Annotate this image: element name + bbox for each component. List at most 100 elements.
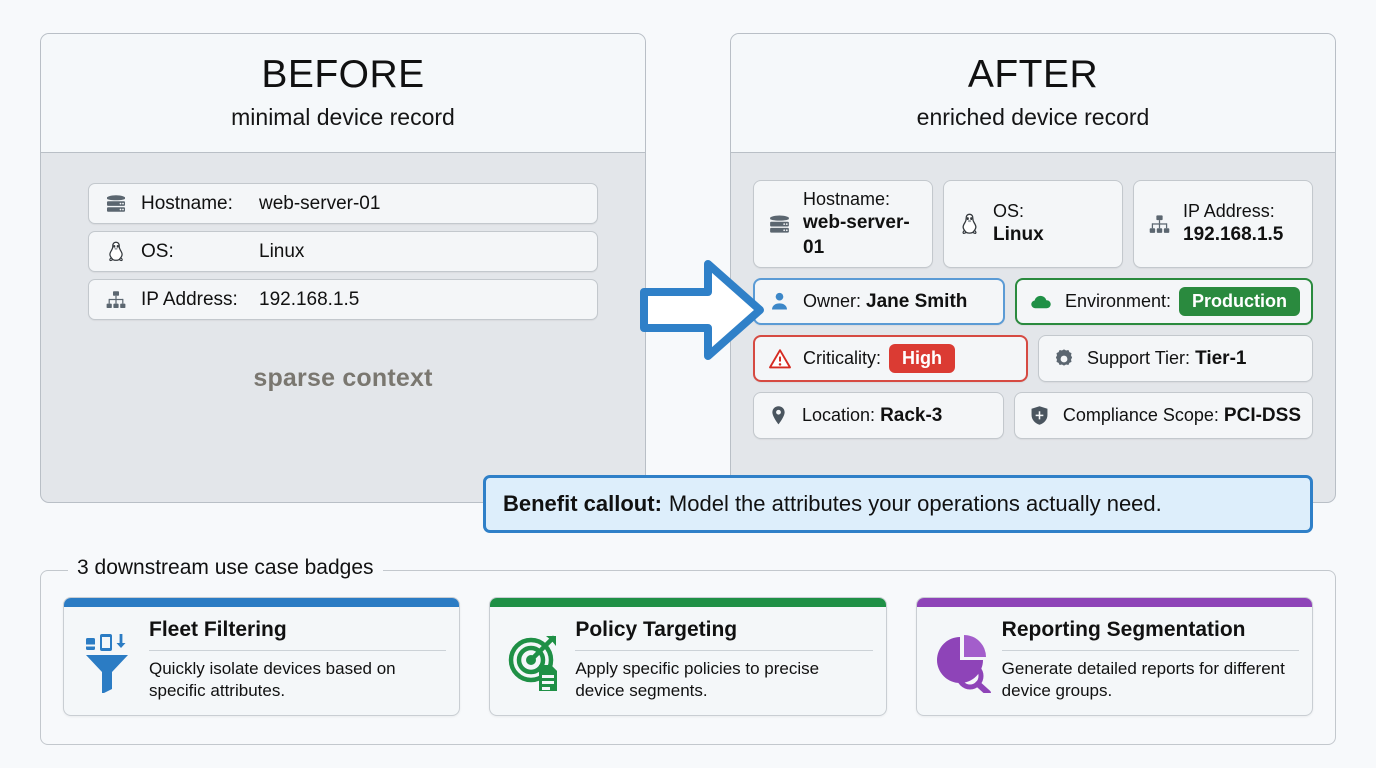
after-card-criticality: Criticality: High [753, 335, 1028, 382]
before-attribute-list: Hostname: web-server-01 [41, 183, 645, 320]
badge-text: Fleet Filtering Quickly isolate devices … [143, 618, 447, 702]
badge-text: Policy Targeting Apply specific policies… [569, 618, 873, 702]
after-card-criticality-label: Criticality: [803, 348, 882, 368]
before-panel-body: Hostname: web-server-01 [41, 153, 645, 502]
before-title: BEFORE [261, 53, 425, 97]
before-row-os: OS: Linux [88, 231, 598, 272]
after-title: AFTER [967, 53, 1099, 97]
funnel-devices-icon [77, 618, 143, 702]
shield-icon [1026, 402, 1053, 429]
before-row-hostname-value: web-server-01 [259, 192, 381, 214]
after-attr-row-1: Owner: Jane Smith Environment: Produ [753, 278, 1313, 325]
benefit-callout-text: Model the attributes your operations act… [668, 491, 1162, 516]
before-row-hostname: Hostname: web-server-01 [88, 183, 598, 224]
badge-accent-bar [490, 598, 886, 607]
environment-status-badge: Production [1179, 287, 1300, 316]
after-card-hostname-label: Hostname: [803, 189, 891, 210]
after-card-os: OS: Linux [943, 180, 1123, 268]
badge-accent-bar [64, 598, 460, 607]
after-panel-header: AFTER enriched device record [731, 34, 1335, 153]
before-subtitle: minimal device record [231, 104, 455, 131]
before-row-ip: IP Address: 192.168.1.5 [88, 279, 598, 320]
badge-description: Generate detailed reports for different … [1001, 659, 1285, 701]
before-panel: BEFORE minimal device record [40, 33, 646, 503]
before-row-ip-label: IP Address: [141, 288, 238, 310]
after-panel-body: Hostname: web-server-01 [731, 153, 1335, 502]
after-card-owner-value: Jane Smith [866, 290, 968, 312]
after-card-environment: Environment: Production [1014, 278, 1313, 325]
after-card-environment-text: Environment: Production [1065, 287, 1300, 316]
after-card-compliance-scope-label: Compliance Scope: [1062, 405, 1219, 425]
after-card-location-value: Rack-3 [880, 404, 943, 426]
linux-penguin-icon [956, 211, 983, 238]
benefit-callout: Benefit callout: Model the attributes yo… [483, 475, 1313, 533]
cloud-icon [1028, 288, 1055, 315]
badge-policy-targeting[interactable]: Policy Targeting Apply specific policies… [489, 597, 887, 716]
linux-penguin-icon [103, 239, 129, 265]
after-card-hostname-value: web-server-01 [803, 212, 910, 258]
location-pin-icon [765, 402, 792, 429]
badge-body: Reporting Segmentation Generate detailed… [917, 607, 1312, 702]
use-case-badge-list: Fleet Filtering Quickly isolate devices … [41, 571, 1335, 716]
server-icon [766, 211, 793, 238]
after-card-location-text: Location: Rack-3 [802, 405, 942, 427]
criticality-status-badge: High [889, 344, 956, 373]
server-icon [103, 191, 129, 217]
after-card-location: Location: Rack-3 [753, 392, 1004, 439]
after-card-owner: Owner: Jane Smith [753, 278, 1005, 325]
badge-title: Fleet Filtering [149, 618, 287, 641]
after-attr-row-3: Location: Rack-3 [753, 392, 1313, 439]
after-card-support-tier: Support Tier: Tier-1 [1038, 335, 1313, 382]
after-card-ip-value: 192.168.1.5 [1183, 224, 1284, 246]
use-case-badges-section: 3 downstream use case badges [40, 556, 1336, 745]
badge-fleet-filtering[interactable]: Fleet Filtering Quickly isolate devices … [63, 597, 461, 716]
after-identity-cards: Hostname: web-server-01 [753, 180, 1313, 268]
after-card-os-label: OS: [993, 201, 1025, 222]
after-card-location-label: Location: [802, 405, 876, 425]
badge-description: Apply specific policies to precise devic… [575, 659, 820, 701]
after-card-ip-text: IP Address: 192.168.1.5 [1183, 200, 1283, 247]
before-row-os-value: Linux [259, 240, 305, 262]
right-arrow-icon [638, 250, 766, 370]
after-card-hostname-text: Hostname: web-server-01 [803, 188, 920, 260]
after-card-owner-text: Owner: Jane Smith [803, 291, 967, 313]
after-card-ip: IP Address: 192.168.1.5 [1133, 180, 1313, 268]
badge-divider [575, 650, 873, 652]
badge-reporting-segmentation[interactable]: Reporting Segmentation Generate detailed… [915, 597, 1313, 716]
network-sitemap-icon [103, 287, 129, 313]
after-card-ip-label: IP Address: [1183, 201, 1275, 222]
sparse-context-note: sparse context [253, 364, 433, 392]
before-panel-header: BEFORE minimal device record [41, 34, 645, 153]
gear-icon [1050, 345, 1077, 372]
after-card-hostname: Hostname: web-server-01 [753, 180, 933, 268]
badge-body: Policy Targeting Apply specific policies… [490, 607, 885, 702]
badge-accent-bar [916, 598, 1312, 607]
person-icon [766, 288, 793, 315]
after-card-owner-label: Owner: [803, 291, 862, 311]
badge-title: Reporting Segmentation [1001, 618, 1246, 641]
after-card-compliance-scope: Compliance Scope: PCI-DSS [1013, 392, 1313, 439]
network-sitemap-icon [1146, 211, 1173, 238]
before-row-ip-value: 192.168.1.5 [259, 288, 360, 310]
badge-description: Quickly isolate devices based on specifi… [149, 659, 396, 701]
after-card-criticality-text: Criticality: High [803, 344, 956, 373]
after-card-os-value: Linux [993, 224, 1044, 246]
after-card-compliance-scope-text: Compliance Scope: PCI-DSS [1063, 405, 1301, 427]
badge-text: Reporting Segmentation Generate detailed… [996, 618, 1299, 702]
benefit-callout-lead: Benefit callout: [503, 491, 662, 516]
pie-search-icon [930, 618, 996, 702]
after-card-support-tier-text: Support Tier: Tier-1 [1087, 348, 1246, 370]
badge-body: Fleet Filtering Quickly isolate devices … [64, 607, 459, 702]
warning-triangle-icon [766, 345, 793, 372]
after-card-compliance-scope-value: PCI-DSS [1223, 404, 1301, 426]
use-case-badges-legend: 3 downstream use case badges [68, 556, 383, 580]
before-row-hostname-label: Hostname: [141, 192, 233, 214]
after-card-support-tier-label: Support Tier: [1087, 348, 1191, 368]
badge-title: Policy Targeting [575, 618, 738, 641]
badge-divider [149, 650, 447, 652]
after-subtitle: enriched device record [916, 104, 1150, 131]
target-document-icon [503, 618, 569, 702]
after-panel: AFTER enriched device record [730, 33, 1336, 503]
before-row-os-label: OS: [141, 240, 174, 262]
